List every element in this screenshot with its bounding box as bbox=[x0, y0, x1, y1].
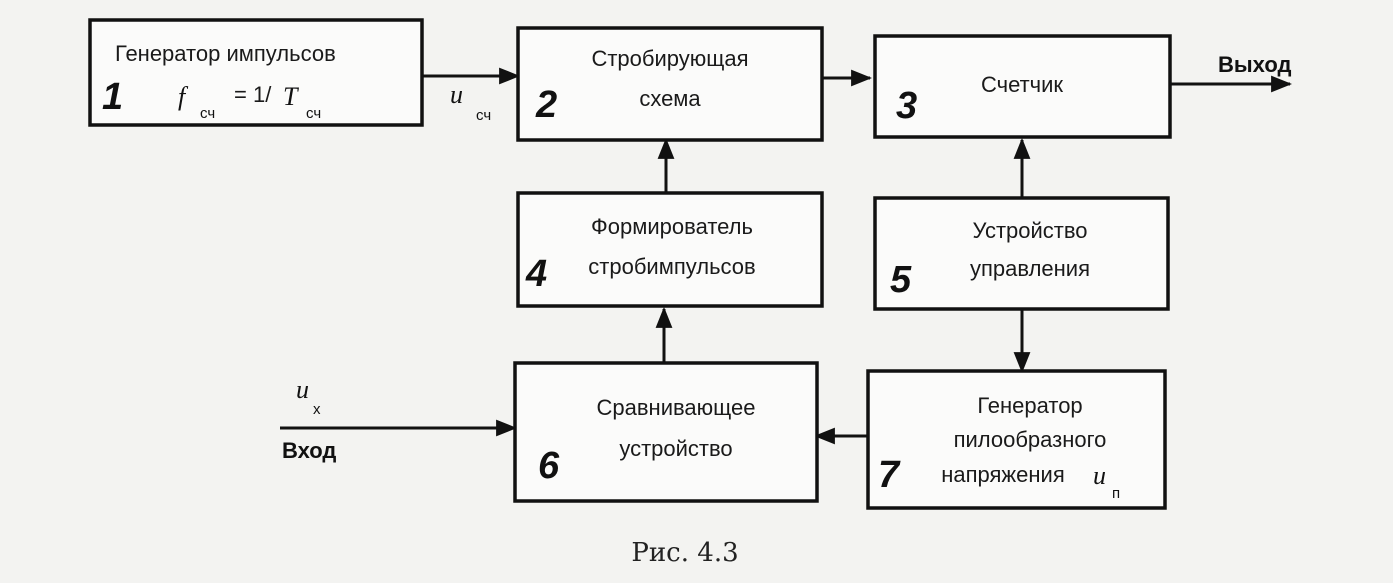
signal-u-sch: u bbox=[450, 80, 463, 109]
block-6-line2: устройство bbox=[619, 436, 732, 461]
block-gating-circuit: Стробирующая схема 2 bbox=[516, 26, 824, 142]
block-control-unit: Устройство управления 5 bbox=[873, 196, 1170, 311]
input-label: Вход bbox=[282, 438, 336, 463]
block-7-number: 7 bbox=[878, 454, 901, 496]
block-2-line2: схема bbox=[639, 86, 701, 111]
block-1-T: T bbox=[283, 82, 299, 111]
block-comparator: Сравнивающее устройство 6 bbox=[513, 361, 819, 503]
signal-u-x: u bbox=[296, 375, 309, 404]
block-7-line2: пилообразного bbox=[954, 427, 1107, 452]
block-4-line1: Формирователь bbox=[591, 214, 753, 239]
block-7-u-sub: п bbox=[1112, 485, 1120, 502]
block-1-f: f bbox=[178, 82, 189, 111]
signal-u-sch-sub: сч bbox=[476, 107, 491, 124]
signal-u-x-sub: x bbox=[313, 401, 321, 418]
block-1-title: Генератор импульсов bbox=[115, 41, 336, 66]
block-2-line1: Стробирующая bbox=[591, 46, 748, 71]
block-1-f-sub: сч bbox=[200, 105, 215, 122]
block-1-T-sub: сч bbox=[306, 105, 321, 122]
block-6-line1: Сравнивающее bbox=[597, 395, 756, 420]
block-5-number: 5 bbox=[890, 259, 912, 301]
block-pulse-generator: Генератор импульсов 1 f сч = 1/ T сч bbox=[88, 18, 424, 127]
block-1-eq: = 1/ bbox=[234, 82, 272, 107]
block-6-number: 6 bbox=[538, 445, 560, 487]
block-5-line2: управления bbox=[970, 256, 1090, 281]
block-4-number: 4 bbox=[525, 253, 547, 295]
block-7-u: u bbox=[1093, 461, 1106, 490]
block-counter: Счетчик 3 bbox=[873, 34, 1172, 139]
block-3-line1: Счетчик bbox=[981, 72, 1063, 97]
block-7-line1: Генератор bbox=[977, 393, 1082, 418]
block-2-number: 2 bbox=[535, 84, 557, 126]
output-label: Выход bbox=[1218, 52, 1292, 77]
block-sawtooth-generator: Генератор пилообразного напряжения u п 7 bbox=[866, 369, 1167, 510]
block-7-line3: напряжения bbox=[941, 462, 1065, 487]
block-4-line2: стробимпульсов bbox=[588, 254, 755, 279]
block-strobe-former: Формирователь стробимпульсов 4 bbox=[516, 191, 824, 308]
figure-caption: Рис. 4.3 bbox=[631, 538, 738, 568]
block-1-number: 1 bbox=[102, 76, 123, 118]
block-3-number: 3 bbox=[896, 85, 917, 127]
block-5-line1: Устройство bbox=[972, 218, 1087, 243]
